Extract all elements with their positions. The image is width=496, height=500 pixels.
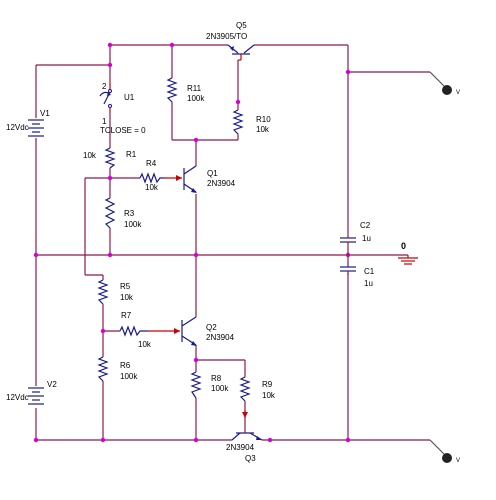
ground-symbol	[398, 257, 418, 265]
u1-pin2: 2	[102, 82, 107, 91]
q1-model: 2N3904	[207, 179, 236, 188]
r5-label: R5	[120, 282, 131, 291]
c1-label: C1	[364, 267, 375, 276]
c2-value: 1u	[362, 234, 371, 243]
r4-label: R4	[146, 159, 157, 168]
v1-value: 12Vdc	[6, 123, 29, 132]
r1-label: R1	[126, 150, 137, 159]
r9-value: 10k	[262, 391, 276, 400]
v1-battery	[28, 119, 44, 137]
q2-label: Q2	[206, 323, 217, 332]
ground-label: 0	[401, 241, 406, 251]
c1-capacitor	[340, 255, 356, 275]
voltage-probe-top	[429, 71, 452, 95]
probe-top-label: V	[456, 90, 460, 96]
r10-resistor	[232, 109, 244, 135]
r10-value: 10k	[256, 125, 270, 134]
r3-resistor	[104, 197, 116, 229]
q3-transistor	[231, 418, 263, 441]
r9-label: R9	[262, 380, 273, 389]
q2-model: 2N3904	[206, 333, 235, 342]
r8-label: R8	[211, 374, 222, 383]
u1-pin1: 1	[102, 117, 107, 126]
c1-value: 1u	[364, 279, 373, 288]
q3-label: Q3	[245, 454, 256, 463]
r6-value: 100k	[120, 372, 138, 381]
r4-value: 10k	[145, 183, 159, 192]
r1-resistor	[104, 147, 116, 169]
q5-transistor	[227, 44, 255, 61]
r5-resistor	[97, 279, 109, 305]
r1-value: 10k	[83, 151, 97, 160]
c2-label: C2	[360, 221, 371, 230]
r8-value: 100k	[211, 384, 229, 393]
q5-model: 2N3905/TO	[206, 32, 247, 41]
v2-label: V2	[47, 380, 57, 389]
u1-label: U1	[124, 93, 135, 102]
r6-label: R6	[120, 361, 131, 370]
v2-value: 12Vdc	[6, 393, 29, 402]
q5-label: Q5	[236, 21, 247, 30]
c2-capacitor	[340, 232, 356, 255]
r8-resistor	[190, 371, 202, 399]
probe-bottom-label: V	[456, 458, 460, 464]
r11-label: R11	[187, 84, 202, 93]
voltage-probe-bottom	[429, 439, 452, 463]
r11-value: 100k	[187, 94, 205, 103]
q3-model: 2N3904	[226, 443, 255, 452]
q1-label: Q1	[207, 169, 218, 178]
r7-value: 10k	[138, 340, 152, 349]
q2-transistor	[181, 316, 197, 346]
r5-value: 10k	[120, 293, 134, 302]
r9-resistor	[239, 376, 251, 402]
r6-resistor	[97, 356, 109, 382]
q1-transistor	[183, 165, 197, 193]
r3-value: 100k	[124, 220, 142, 229]
r10-label: R10	[256, 115, 271, 124]
v1-label: V1	[40, 109, 50, 118]
r7-label: R7	[121, 311, 132, 320]
u1-switch	[99, 82, 112, 112]
r7-resistor	[119, 325, 148, 337]
r11-resistor	[166, 77, 178, 103]
r3-label: R3	[124, 209, 135, 218]
v2-battery	[28, 387, 44, 405]
r4-resistor	[139, 172, 164, 184]
tclose-label: TCLOSE = 0	[100, 126, 146, 135]
